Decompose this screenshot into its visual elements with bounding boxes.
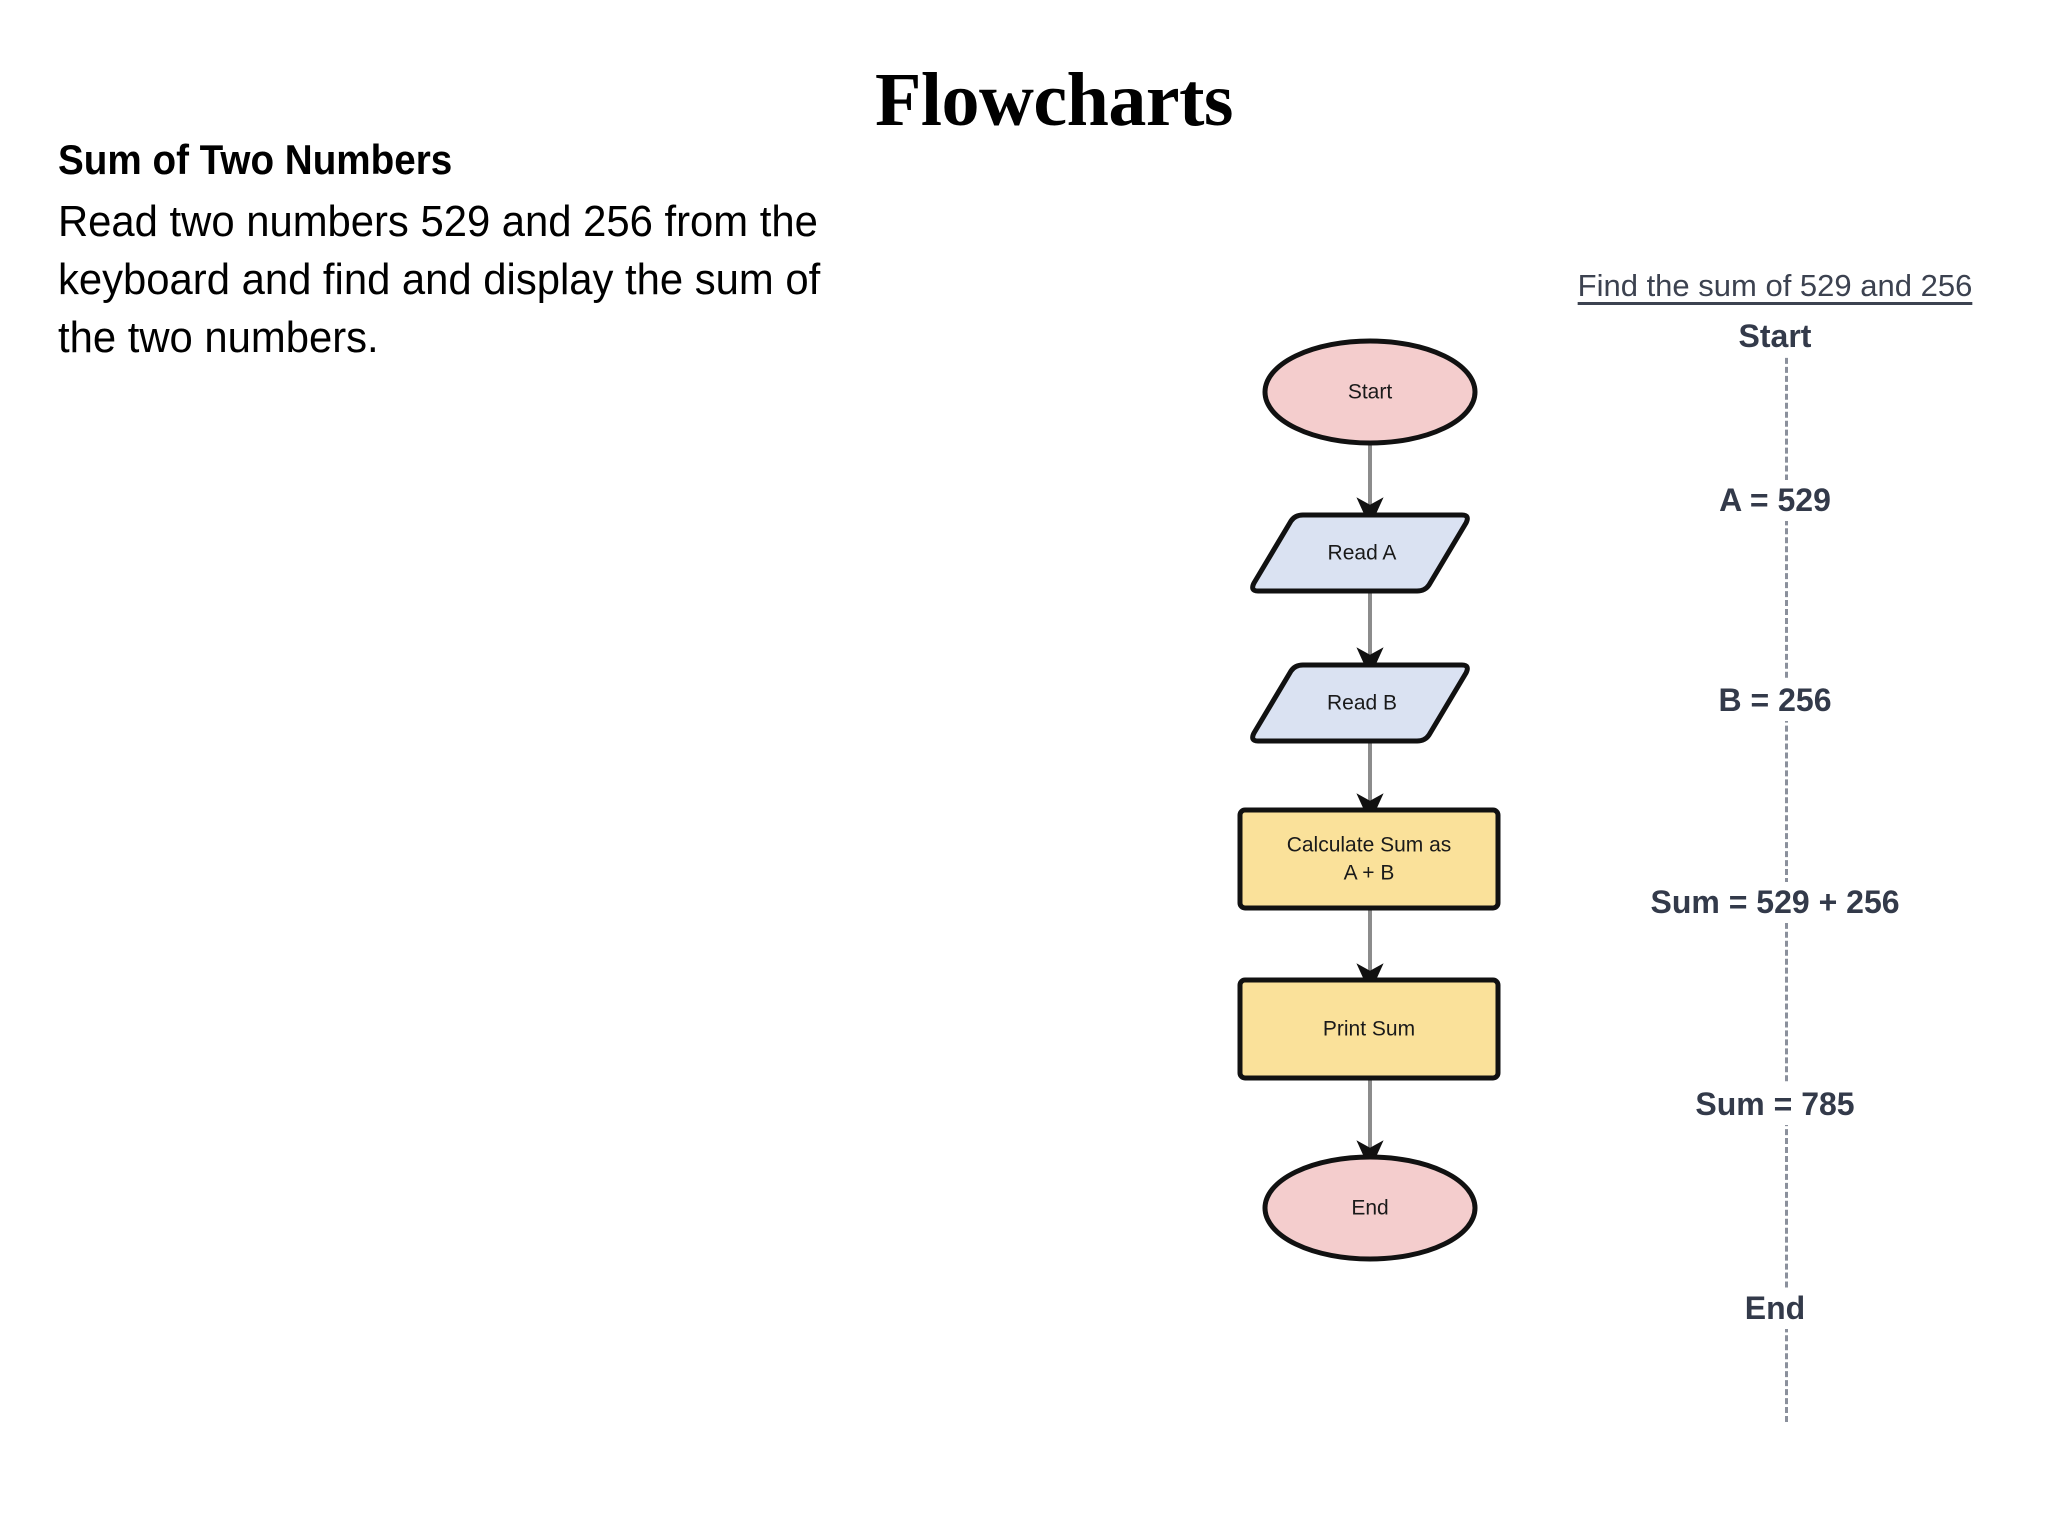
trace-item-label: Sum = 785 — [1681, 1084, 1869, 1125]
flow-node-read-b[interactable]: Read B — [1250, 662, 1470, 744]
flow-node-print-sum[interactable]: Print Sum — [1237, 977, 1501, 1081]
print-sum-rect — [1237, 977, 1501, 1081]
read-a-parallelogram — [1250, 512, 1470, 594]
problem-body-line-1: Read two numbers 529 and 256 from the — [58, 196, 818, 246]
problem-body-line-2: keyboard and find and display the sum of — [58, 254, 821, 304]
trace-item-label: A = 529 — [1705, 480, 1845, 521]
flow-node-read-a[interactable]: Read A — [1250, 512, 1470, 594]
calculate-sum-rect — [1237, 807, 1501, 911]
flow-node-end-label: End — [1351, 1197, 1388, 1220]
flow-node-start[interactable]: Start — [1262, 338, 1478, 446]
flowchart-diagram: Start Read A Read B Calculate Sum as A +… — [1180, 300, 1600, 1520]
trace-item-label: Sum = 529 + 256 — [1636, 882, 1914, 923]
trace-item-b: B = 256 — [1540, 680, 2010, 721]
flow-node-calculate-sum-label: Calculate Sum as — [1287, 834, 1452, 857]
read-b-parallelogram — [1250, 662, 1470, 744]
problem-statement: Sum of Two Numbers Read two numbers 529 … — [58, 135, 1068, 367]
flow-node-end[interactable]: End — [1262, 1154, 1478, 1262]
flow-node-calculate-sum[interactable]: Calculate Sum as A + B — [1237, 807, 1501, 911]
page-title: Flowcharts — [874, 58, 1234, 142]
trace-item-end: End — [1540, 1288, 2010, 1329]
trace-item-label: B = 256 — [1704, 680, 1846, 721]
trace-dashed-line — [1785, 340, 1788, 1422]
flow-node-calculate-sum-label2: A + B — [1344, 862, 1395, 885]
trace-heading: Find the sum of 529 and 256 — [1577, 268, 1973, 303]
trace-item-label: End — [1730, 1288, 1820, 1329]
trace-item-start: Start — [1540, 316, 2010, 357]
problem-body: Read two numbers 529 and 256 from the ke… — [58, 193, 1018, 367]
trace-column: Find the sum of 529 and 256 Start A = 52… — [1540, 268, 2010, 1498]
flow-node-read-a-label: Read A — [1328, 542, 1397, 565]
problem-body-line-3: the two numbers. — [58, 312, 379, 362]
flow-node-read-b-label: Read B — [1327, 692, 1397, 715]
trace-item-sum-result: Sum = 785 — [1540, 1084, 2010, 1125]
problem-heading: Sum of Two Numbers — [58, 136, 453, 183]
start-ellipse — [1262, 338, 1478, 446]
flow-node-print-sum-label: Print Sum — [1323, 1018, 1415, 1041]
trace-item-label: Start — [1724, 316, 1826, 357]
trace-item-sum-expression: Sum = 529 + 256 — [1540, 882, 2010, 923]
end-ellipse — [1262, 1154, 1478, 1262]
flowchart-svg: Start Read A Read B Calculate Sum as A +… — [1237, 338, 1501, 1262]
trace-item-a: A = 529 — [1540, 480, 2010, 521]
flow-node-start-label: Start — [1348, 381, 1393, 404]
